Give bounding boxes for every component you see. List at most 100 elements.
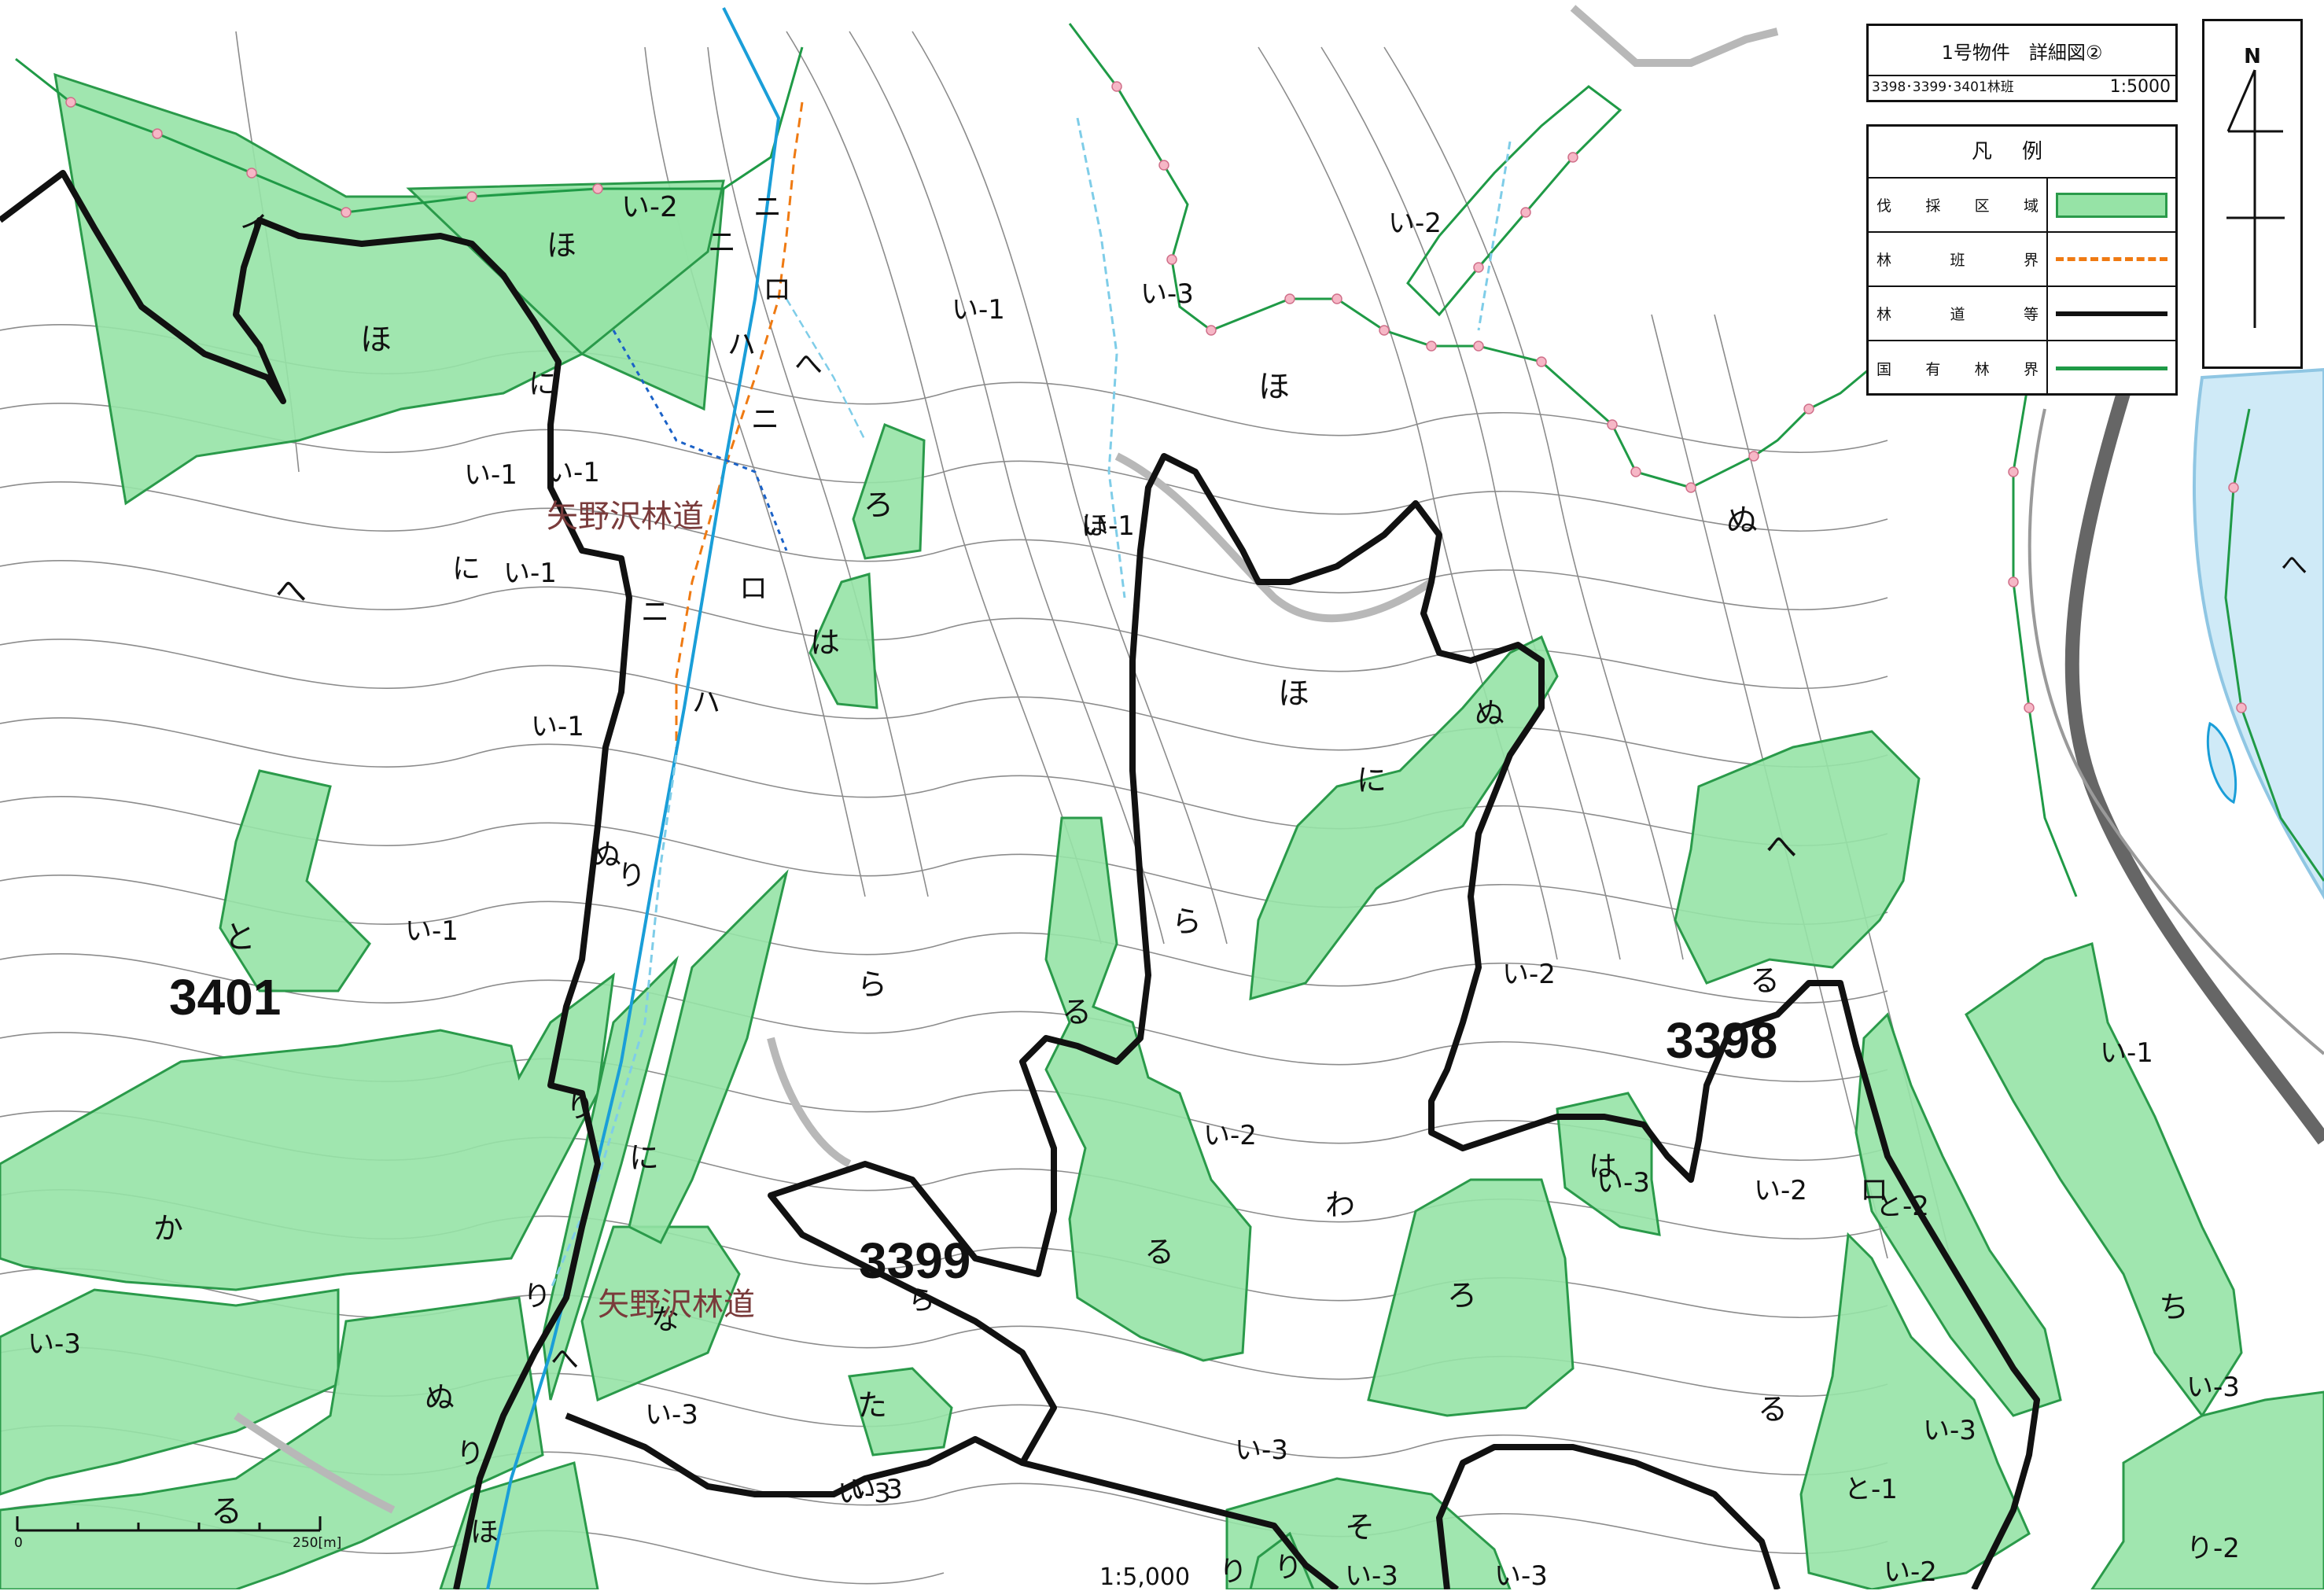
subcompartment-label: は	[1589, 1151, 1617, 1183]
subcompartment-label: と-1	[1844, 1474, 1898, 1505]
compartment-number: 3398	[1666, 1012, 1777, 1069]
subcompartment-label: い-1	[952, 294, 1005, 326]
subcompartment-label: い-3	[838, 1478, 891, 1509]
subcompartment-label: へ	[2281, 550, 2307, 581]
subcompartment-label: と	[224, 919, 256, 956]
subcompartment-label: い-2	[1388, 208, 1442, 239]
subcompartment-label: る	[1144, 1235, 1174, 1269]
subcompartment-label: ほ	[1278, 676, 1309, 712]
subcompartment-label: ほ	[547, 228, 576, 263]
subcompartment-label: わ	[1325, 1188, 1355, 1222]
north-arrow-box: N	[2202, 19, 2303, 369]
subcompartment-label: い-3	[849, 1474, 903, 1505]
subcompartment-label: か	[153, 1211, 183, 1246]
compartment-borders	[675, 101, 804, 755]
subcompartment-label: い-1	[547, 457, 600, 488]
orange-dashed-swatch	[2056, 257, 2167, 261]
legend-label: 林道等	[1877, 306, 2039, 323]
subcompartment-label: い-1	[2100, 1037, 2153, 1069]
legend-row-forest-road: 林道等	[1869, 287, 2175, 341]
subcompartment-label: ぬ	[1475, 696, 1505, 731]
compartment-number: 3399	[859, 1232, 970, 1289]
subcompartment-label: い-1	[503, 558, 557, 589]
scale-bar-graphic	[16, 1516, 322, 1532]
north-label: N	[2244, 45, 2261, 68]
legend-row-cutting-area: 伐採区域	[1869, 179, 2175, 233]
subcompartment-label: い-1	[405, 915, 459, 947]
map-subtitle: 3398･3399･3401林班	[1872, 79, 2014, 95]
subcompartment-label: り	[1219, 1556, 1247, 1588]
black-line-swatch	[2056, 311, 2167, 316]
subcompartment-label: い-1	[1081, 510, 1135, 542]
subcompartment-label: へ	[551, 1343, 579, 1376]
subcompartment-label: ニ	[753, 191, 782, 223]
subcompartment-label: イ	[240, 211, 268, 243]
subcompartment-label: へ	[794, 348, 823, 381]
subcompartment-label: い-3	[1923, 1415, 1976, 1446]
scale-bar: 0 250[m]	[9, 1508, 342, 1556]
green-fill-swatch	[2056, 192, 2167, 218]
legend-label: 林班界	[1877, 252, 2039, 269]
subcompartment-label: な	[651, 1304, 680, 1336]
subcompartment-label: い-1	[531, 711, 584, 742]
subcompartment-label: い-2	[1884, 1556, 1937, 1588]
river-area	[2028, 367, 2324, 1145]
subcompartment-label: ら	[908, 1285, 935, 1317]
subcompartment-label: ロ	[739, 573, 768, 605]
subcompartment-label: ニ	[641, 596, 669, 628]
subcompartment-label: と-2	[1876, 1191, 1929, 1222]
title-divider	[1869, 75, 2175, 76]
subcompartment-label: る	[211, 1493, 242, 1530]
subcompartment-label: は	[810, 625, 840, 660]
subcompartment-label: に	[1357, 763, 1387, 797]
road-name-label: 矢野沢林道	[598, 1287, 755, 1323]
subcompartment-label: ハ	[727, 329, 756, 361]
compartment-numbers: 3401 3399 3398	[169, 969, 1777, 1289]
legend-label: 伐採区域	[1877, 197, 2039, 215]
subcompartment-label: ち	[2159, 1290, 2189, 1324]
subcompartment-label: ろ	[1447, 1278, 1477, 1313]
subcompartment-label: へ	[275, 573, 307, 610]
legend-row-national-forest-border: 国有林界	[1869, 341, 2175, 396]
subcompartment-label: へ	[1766, 829, 1797, 865]
subcompartment-label: り	[566, 1092, 595, 1124]
subcompartment-label: た	[857, 1388, 887, 1423]
subcompartment-label: い-2	[1754, 1175, 1807, 1206]
road-name-label: 矢野沢林道	[547, 499, 704, 535]
subcompartment-label: る	[1062, 995, 1092, 1029]
subcompartment-label: い-2	[1203, 1120, 1257, 1151]
subcompartment-label: い-3	[1235, 1434, 1288, 1466]
subcompartment-label: そ	[1345, 1510, 1375, 1545]
scale-zero-label: 0	[14, 1535, 23, 1551]
forest-roads	[0, 170, 2040, 1589]
subcompartment-label: り-2	[2186, 1533, 2240, 1564]
subcompartment-label: ら	[1172, 904, 1202, 939]
legend-row-compartment-border: 林班界	[1869, 233, 2175, 287]
legend: 凡例 伐採区域 林班界 林道等 国有林界	[1866, 124, 2178, 396]
subcompartment-label: い-1	[464, 459, 517, 491]
map-scale: 1:5000	[2109, 77, 2171, 97]
subcompartment-label: ぬ	[1726, 503, 1758, 539]
subcompartment-label: ロ	[1860, 1174, 1888, 1206]
subcompartment-label: る	[1758, 1392, 1788, 1427]
subcompartment-label: り	[617, 860, 646, 892]
green-line-swatch	[2056, 366, 2167, 370]
subcompartment-label: い-3	[1597, 1167, 1650, 1199]
subcompartment-label: い-2	[1502, 959, 1556, 990]
subcompartment-label: ほ	[1258, 369, 1290, 405]
subcompartment-label: り	[523, 1280, 551, 1313]
subcompartment-label: ぬ	[425, 1380, 455, 1415]
subcompartment-label: ニ	[751, 403, 779, 436]
legend-label: 国有林界	[1877, 361, 2039, 378]
subcompartment-label: ロ	[763, 274, 791, 306]
subcompartment-label: い-3	[1494, 1560, 1548, 1589]
subcompartment-label: ハ	[692, 687, 720, 719]
subcompartment-label: い-3	[1345, 1560, 1398, 1589]
subcompartment-label: に	[629, 1140, 659, 1175]
subcompartment-label: る	[1750, 963, 1780, 998]
scale-end-label: 250[m]	[293, 1535, 342, 1551]
subcompartment-label: い-3	[28, 1328, 81, 1360]
subcompartment-label: ほ	[360, 322, 392, 358]
subcompartment-label: ろ	[864, 488, 893, 522]
subcompartment-label: い-3	[645, 1399, 698, 1431]
